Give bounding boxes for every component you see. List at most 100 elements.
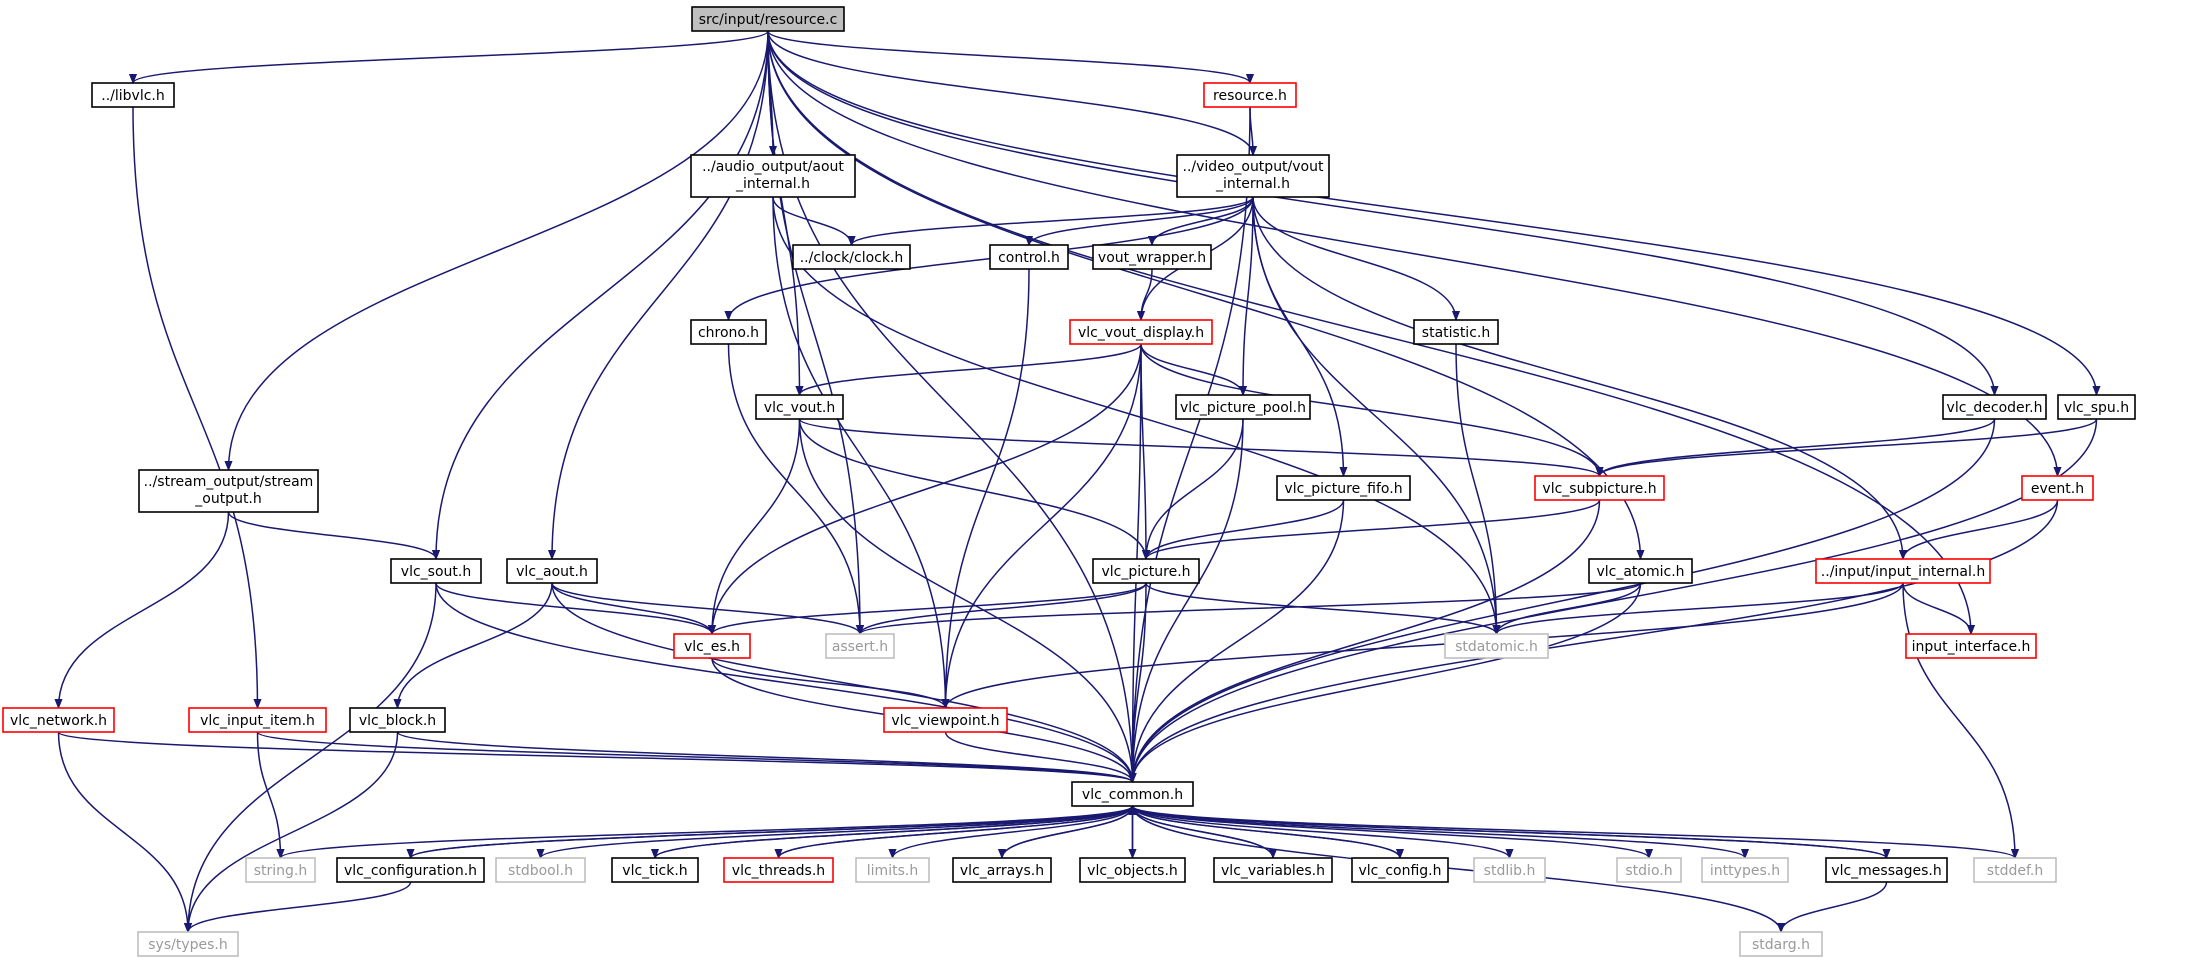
node-vlc-objects-h[interactable]: vlc_objects.h (1079, 857, 1186, 883)
node-vlc-atomic-h[interactable]: vlc_atomic.h (1588, 558, 1693, 584)
node-box (495, 857, 586, 883)
edge-line (551, 582, 1133, 782)
node-label: _output.h (194, 491, 262, 507)
edge-line (435, 582, 1133, 782)
edge-line (1146, 499, 1345, 560)
node-label: vlc_arrays.h (960, 863, 1044, 879)
node-input-internal-h[interactable]: ../input/input_internal.h (1815, 558, 1991, 584)
edge-resource_c-to-vout_internal_h (767, 30, 1253, 156)
node-stdio-h[interactable]: stdio.h (1616, 857, 1682, 883)
node-aout-internal-h[interactable]: ../audio_output/aout_internal.h (690, 154, 856, 198)
node-string-h[interactable]: string.h (245, 857, 316, 883)
edge-line (1133, 805, 1401, 859)
node-vlc-block-h[interactable]: vlc_block.h (349, 707, 446, 733)
node-box (1413, 319, 1499, 345)
edge-resource_c-to-vlc_aout_h (552, 30, 769, 559)
node-control-h[interactable]: control.h (989, 244, 1069, 270)
node-stdatomic-h[interactable]: stdatomic.h (1444, 633, 1549, 659)
edge-input_internal_h-to-stdatomic_h (1497, 582, 1904, 635)
edge-line (946, 343, 1142, 708)
node-resource-c[interactable]: src/input/resource.c (691, 6, 845, 32)
node-vlc-vout-h[interactable]: vlc_vout.h (755, 394, 844, 420)
edge-vlc_configuration_h-to-sys_types_h (188, 881, 412, 933)
node-input-interface-h[interactable]: input_interface.h (1905, 633, 2037, 659)
node-box (883, 707, 1008, 733)
node-vlc-aout-h[interactable]: vlc_aout.h (506, 558, 598, 584)
node-label: stdlib.h (1484, 863, 1536, 879)
node-label: vlc_vout.h (764, 400, 835, 416)
node-vlc-threads-h[interactable]: vlc_threads.h (723, 857, 834, 883)
node-stdbool-h[interactable]: stdbool.h (495, 857, 586, 883)
edge-vout_internal_h-to-input_internal_h (1252, 196, 1903, 559)
edge-vlc_block_h-to-vlc_common_h (396, 731, 1133, 783)
node-label: vlc_common.h (1082, 787, 1183, 803)
node-vlc-decoder-h[interactable]: vlc_decoder.h (1942, 394, 2047, 420)
edge-line (727, 343, 861, 634)
node-vlc-network-h[interactable]: vlc_network.h (2, 707, 115, 733)
node-vlc-subpicture-h[interactable]: vlc_subpicture.h (1534, 475, 1665, 501)
edge-vlc_common_h-to-stdbool_h (541, 805, 1134, 859)
node-box (1815, 558, 1991, 584)
node-vout-wrapper-h[interactable]: vout_wrapper.h (1092, 244, 1212, 270)
node-stddef-h[interactable]: stddef.h (1973, 857, 2057, 883)
edge-line (1133, 805, 1888, 859)
node-box (952, 857, 1052, 883)
node-box (1092, 558, 1200, 584)
node-event-h[interactable]: event.h (2021, 475, 2094, 501)
node-box (138, 469, 319, 513)
node-inttypes-h[interactable]: inttypes.h (1701, 857, 1789, 883)
edge-vlc_picture_pool_h-to-vlc_common_h (1133, 418, 1244, 782)
edge-vlc_aout_h-to-assert_h (551, 582, 860, 635)
node-vlc-picture-h[interactable]: vlc_picture.h (1092, 558, 1200, 584)
node-stream-output-h[interactable]: ../stream_output/stream_output.h (138, 469, 319, 513)
edge-line (1131, 805, 1782, 933)
node-box (245, 857, 316, 883)
node-vlc-configuration-h[interactable]: vlc_configuration.h (336, 857, 485, 883)
edge-line (1497, 582, 1904, 635)
edge-line (1131, 805, 1510, 859)
edge-line (1001, 805, 1133, 859)
node-vlc-picture-pool-h[interactable]: vlc_picture_pool.h (1175, 394, 1311, 420)
node-stdarg-h[interactable]: stdarg.h (1739, 931, 1823, 957)
node-vlc-arrays-h[interactable]: vlc_arrays.h (952, 857, 1052, 883)
node-label: vlc_block.h (359, 713, 436, 729)
node-vlc-messages-h[interactable]: vlc_messages.h (1825, 857, 1948, 883)
node-vlc-variables-h[interactable]: vlc_variables.h (1213, 857, 1333, 883)
node-label: inttypes.h (1710, 863, 1780, 879)
node-limits-h[interactable]: limits.h (855, 857, 930, 883)
node-vlc-common-h[interactable]: vlc_common.h (1071, 781, 1194, 807)
node-label: vlc_network.h (10, 713, 107, 729)
node-vlc-tick-h[interactable]: vlc_tick.h (611, 857, 699, 883)
edge-line (1133, 499, 1601, 782)
node-resource-h[interactable]: resource.h (1203, 82, 1297, 108)
node-sys-types-h[interactable]: sys/types.h (137, 931, 239, 957)
node-label: sys/types.h (148, 937, 227, 953)
node-box (1213, 857, 1333, 883)
node-clock-h[interactable]: ../clock/clock.h (792, 244, 911, 270)
node-vlc-vout-display-h[interactable]: vlc_vout_display.h (1069, 319, 1213, 345)
node-vlc-sout-h[interactable]: vlc_sout.h (390, 558, 482, 584)
node-chrono-h[interactable]: chrono.h (690, 319, 767, 345)
edge-line (767, 30, 1641, 559)
node-vlc-viewpoint-h[interactable]: vlc_viewpoint.h (883, 707, 1008, 733)
node-vlc-picture-fifo-h[interactable]: vlc_picture_fifo.h (1276, 475, 1411, 501)
node-box (1616, 857, 1682, 883)
node-assert-h[interactable]: assert.h (825, 633, 895, 659)
edge-line (1600, 418, 2098, 477)
node-vlc-es-h[interactable]: vlc_es.h (673, 633, 751, 659)
node-statistic-h[interactable]: statistic.h (1413, 319, 1499, 345)
edge-line (1131, 805, 1746, 859)
node-vlc-config-h[interactable]: vlc_config.h (1351, 857, 1449, 883)
node-label: vlc_subpicture.h (1542, 481, 1656, 497)
node-vlc-input-item-h[interactable]: vlc_input_item.h (188, 707, 327, 733)
edge-line (654, 805, 1133, 859)
node-vlc-spu-h[interactable]: vlc_spu.h (2057, 394, 2136, 420)
edge-line (188, 881, 412, 933)
node-vout-internal-h[interactable]: ../video_output/vout_internal.h (1176, 154, 1330, 198)
node-stdlib-h[interactable]: stdlib.h (1473, 857, 1546, 883)
edge-line (800, 343, 1142, 396)
edge-vlc_vout_display_h-to-vlc_picture_pool_h (1140, 343, 1243, 396)
node-label: vlc_es.h (684, 639, 740, 655)
node-label: vlc_picture_fifo.h (1284, 481, 1402, 497)
node-libvlc-h[interactable]: ../libvlc.h (91, 82, 175, 108)
